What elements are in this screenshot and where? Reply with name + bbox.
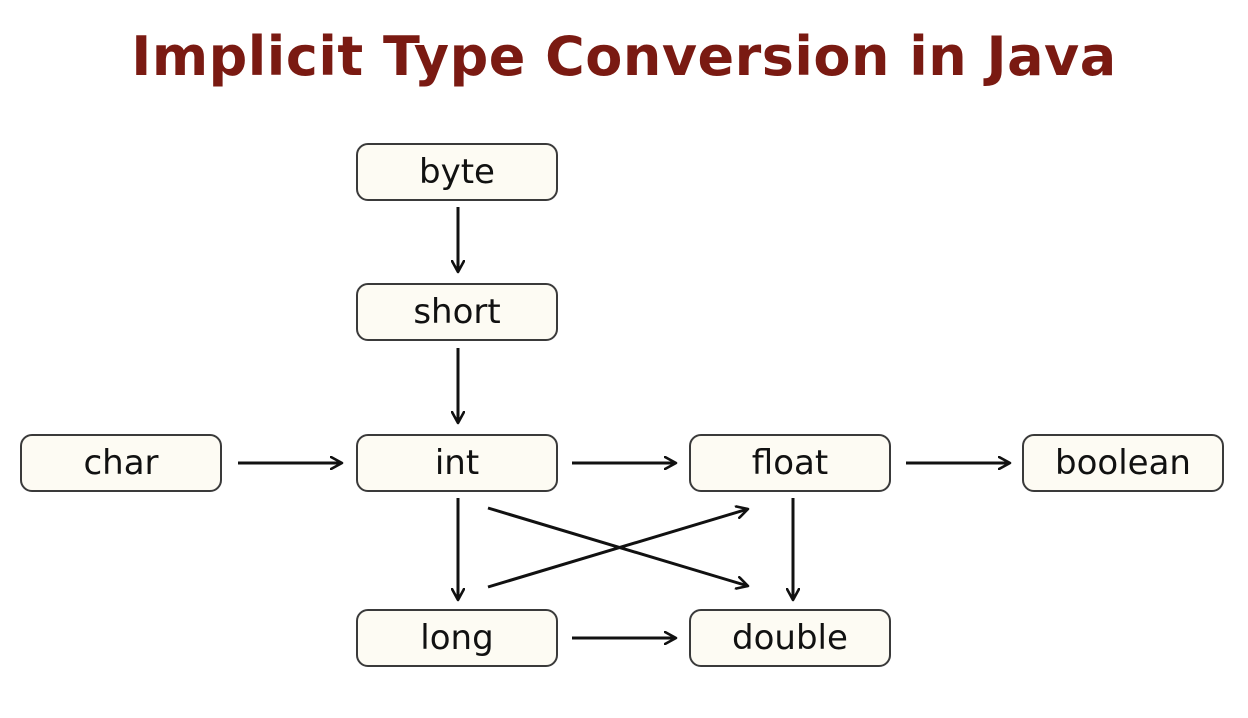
node-int: int xyxy=(356,434,558,492)
node-double: double xyxy=(689,609,891,667)
arrow-long-to-float xyxy=(487,509,748,589)
node-char: char xyxy=(20,434,222,492)
node-boolean: boolean xyxy=(1022,434,1224,492)
node-byte: byte xyxy=(356,143,558,201)
page-title: Implicit Type Conversion in Java xyxy=(131,25,1117,88)
node-float: float xyxy=(689,434,891,492)
node-long: long xyxy=(356,609,558,667)
node-short: short xyxy=(356,283,558,341)
